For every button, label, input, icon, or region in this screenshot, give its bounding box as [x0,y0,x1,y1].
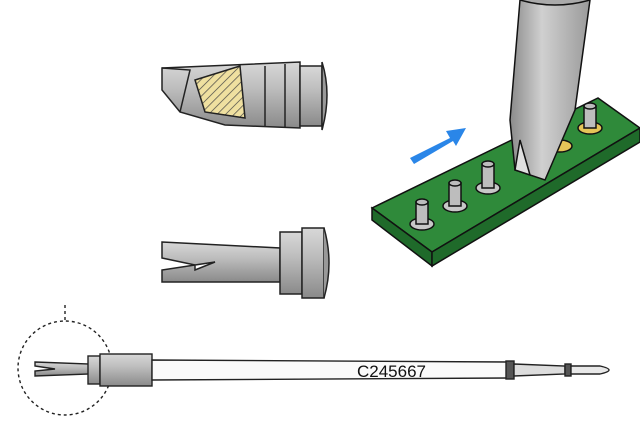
pcb-illustration [370,0,640,268]
part-number-label: C245667 [357,362,426,381]
fork-tip-detail [161,227,330,299]
blade-tip-detail [161,61,328,131]
direction-arrow-icon [410,128,466,164]
full-tip-drawing [17,305,610,416]
